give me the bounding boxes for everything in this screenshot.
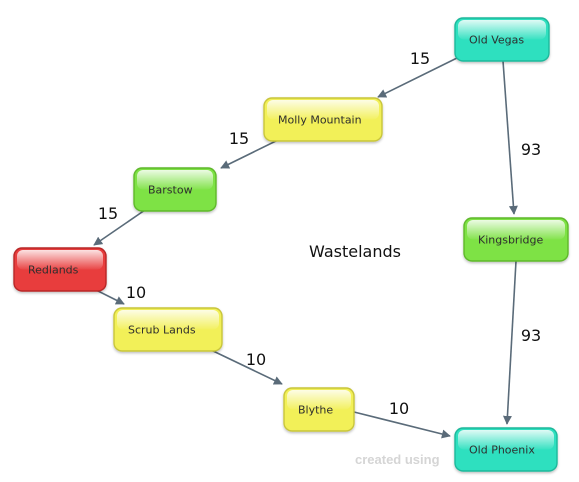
node-label-old-phoenix: Old Phoenix — [469, 444, 535, 457]
node-label-old-vegas: Old Vegas — [469, 34, 524, 47]
edge-old-vegas-to-molly-mountain — [377, 57, 458, 98]
node-label-blythe: Blythe — [298, 404, 333, 417]
node-barstow: Barstow — [133, 167, 217, 212]
edge-scrub-lands-to-blythe — [210, 349, 283, 385]
node-blythe: Blythe — [283, 387, 355, 432]
edge-old-vegas-to-kingsbridge — [502, 60, 518, 215]
edge-label-kingsbridge-to-old-phoenix: 93 — [521, 326, 541, 345]
watermark-text: created using — [355, 452, 440, 467]
node-gloss-kingsbridge — [467, 220, 565, 240]
node-gloss-barstow — [137, 170, 213, 190]
edge-label-old-vegas-to-molly-mountain: 15 — [410, 49, 430, 68]
edge-kingsbridge-to-old-phoenix — [502, 260, 517, 425]
node-gloss-scrub-lands — [117, 310, 219, 330]
edge-blythe-to-old-phoenix — [353, 411, 451, 439]
node-gloss-old-phoenix — [458, 430, 554, 450]
edge-label-redlands-to-scrub-lands: 10 — [126, 283, 146, 302]
node-label-redlands: Redlands — [28, 264, 79, 277]
node-label-kingsbridge: Kingsbridge — [478, 234, 543, 247]
edges-layer: 15 15 15 10 10 10 93 93 — [93, 49, 541, 439]
node-label-scrub-lands: Scrub Lands — [128, 324, 196, 337]
edge-molly-mountain-to-barstow — [220, 139, 279, 169]
node-scrub-lands: Scrub Lands — [113, 307, 223, 352]
edge-redlands-to-scrub-lands — [95, 289, 125, 305]
node-old-vegas: Old Vegas — [454, 17, 550, 62]
center-label: Wastelands — [309, 242, 401, 261]
node-label-barstow: Barstow — [148, 184, 193, 197]
node-gloss-redlands — [17, 250, 103, 270]
node-gloss-molly-mountain — [267, 100, 379, 120]
edge-label-barstow-to-redlands: 15 — [98, 204, 118, 223]
edge-barstow-to-redlands — [93, 209, 146, 246]
node-kingsbridge: Kingsbridge — [463, 217, 569, 262]
node-redlands: Redlands — [13, 247, 107, 292]
node-old-phoenix: Old Phoenix — [454, 427, 558, 472]
edge-label-old-vegas-to-kingsbridge: 93 — [521, 140, 541, 159]
node-molly-mountain: Molly Mountain — [263, 97, 383, 142]
node-gloss-old-vegas — [458, 20, 546, 40]
edge-label-scrub-lands-to-blythe: 10 — [246, 350, 266, 369]
node-gloss-blythe — [287, 390, 351, 410]
node-label-molly-mountain: Molly Mountain — [278, 114, 362, 127]
edge-label-molly-mountain-to-barstow: 15 — [229, 129, 249, 148]
edge-label-blythe-to-old-phoenix: 10 — [389, 399, 409, 418]
